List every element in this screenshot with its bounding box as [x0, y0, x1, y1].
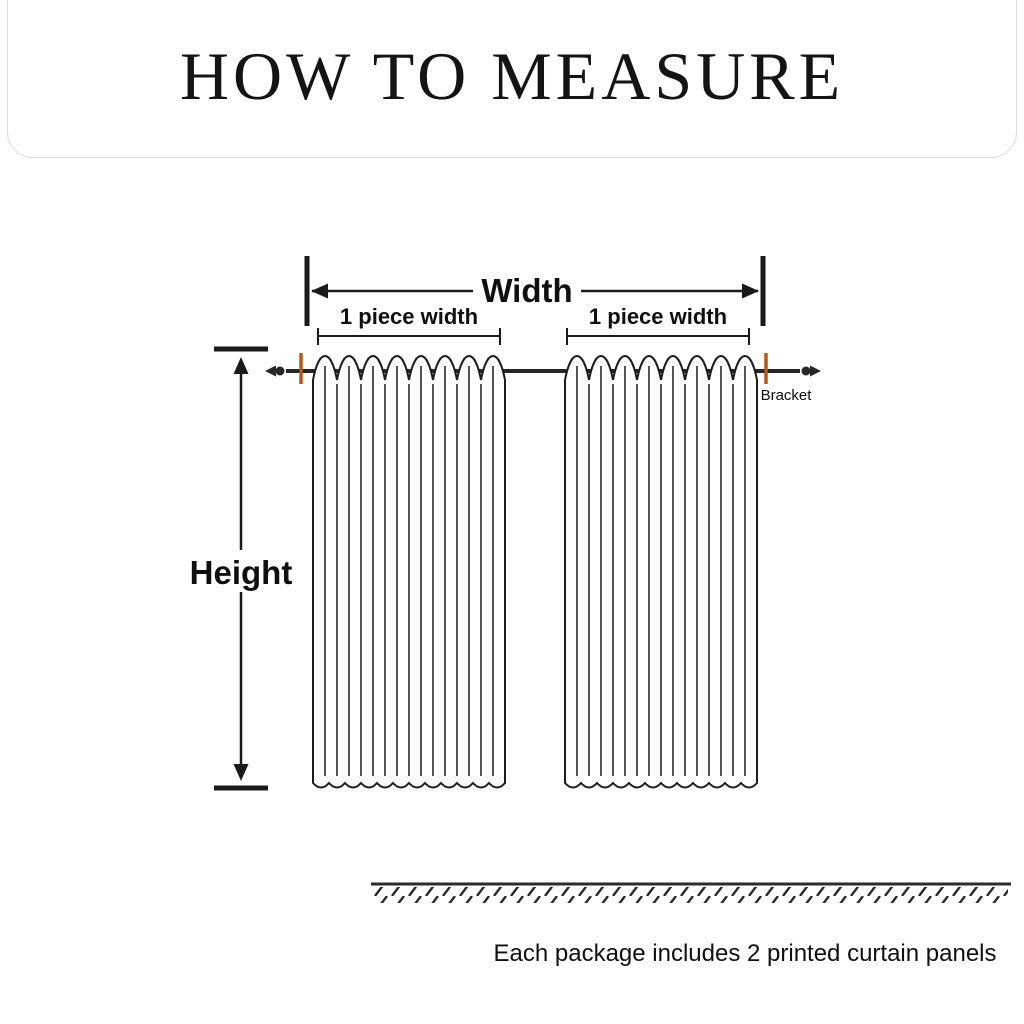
header-card: HOW TO MEASURE	[7, 0, 1017, 158]
floor-hatching	[374, 887, 1008, 903]
piece-width-left-measure: 1 piece width	[317, 304, 501, 345]
width-measure: Width	[304, 256, 766, 326]
curtain-panel-right-folds	[576, 366, 746, 776]
piece-width-right-measure: 1 piece width	[566, 304, 750, 345]
curtain-panel-right	[564, 355, 758, 789]
package-note: Each package includes 2 printed curtain …	[493, 940, 997, 967]
width-label: Width	[481, 272, 572, 309]
finial-right-icon	[801, 365, 821, 377]
height-arrowhead-bottom-icon	[233, 764, 249, 781]
width-arrowhead-right-icon	[742, 283, 759, 299]
piece-width-left-label: 1 piece width	[340, 304, 478, 329]
height-label: Height	[190, 554, 293, 591]
page-title: HOW TO MEASURE	[179, 37, 845, 114]
width-arrowhead-left-icon	[311, 283, 328, 299]
finial-left-icon	[265, 365, 285, 377]
curtain-panel-left	[312, 355, 506, 789]
piece-width-right-label: 1 piece width	[589, 304, 727, 329]
bracket-label: Bracket	[761, 387, 813, 404]
height-measure: Height	[188, 346, 294, 791]
floor-line	[371, 882, 1011, 903]
curtain-panel-left-folds	[324, 366, 494, 776]
height-arrowhead-top-icon	[233, 357, 249, 374]
